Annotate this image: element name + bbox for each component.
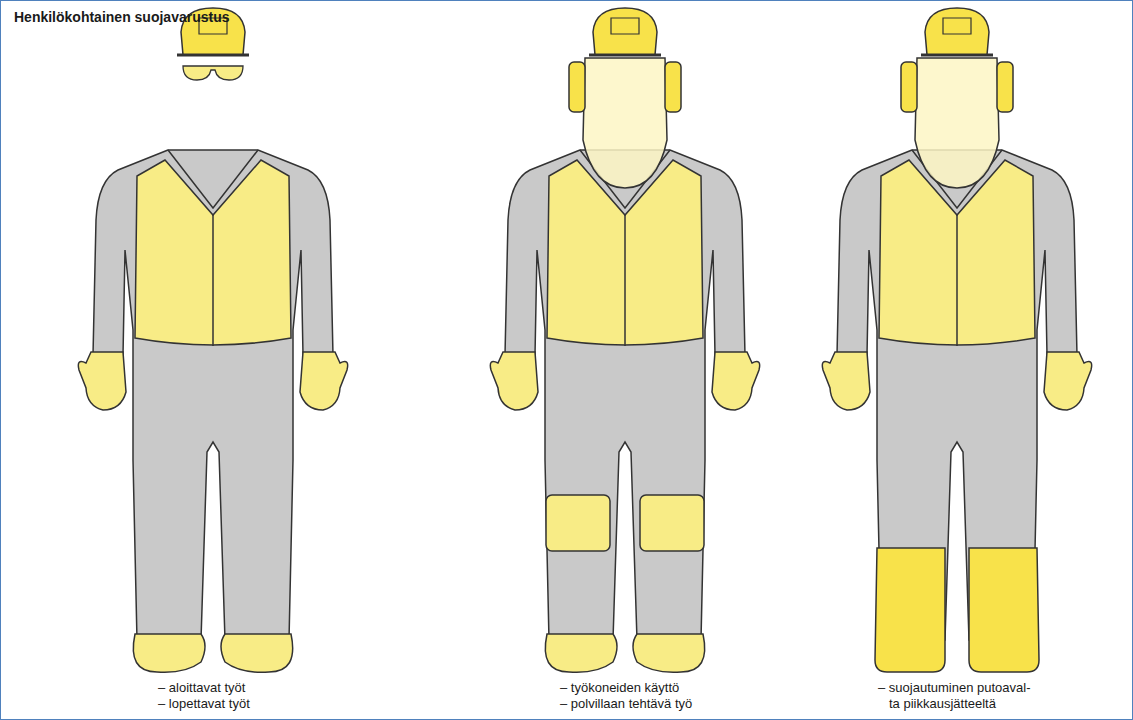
figure-caption: – aloittavat työt — [158, 680, 245, 696]
figure-caption: – lopettavat työt — [158, 696, 250, 712]
figure-caption: – suojautuminen putoaval- ta piikkausjät… — [878, 680, 1038, 712]
diagram-title: Henkilökohtainen suojavarustus — [14, 9, 230, 25]
worker-figure — [78, 8, 347, 672]
worker-figure — [490, 8, 759, 672]
worker-figure — [822, 8, 1091, 672]
figure-caption: – polvillaan tehtävä työ — [560, 696, 692, 712]
figure-caption: – työkoneiden käyttö — [560, 680, 679, 696]
